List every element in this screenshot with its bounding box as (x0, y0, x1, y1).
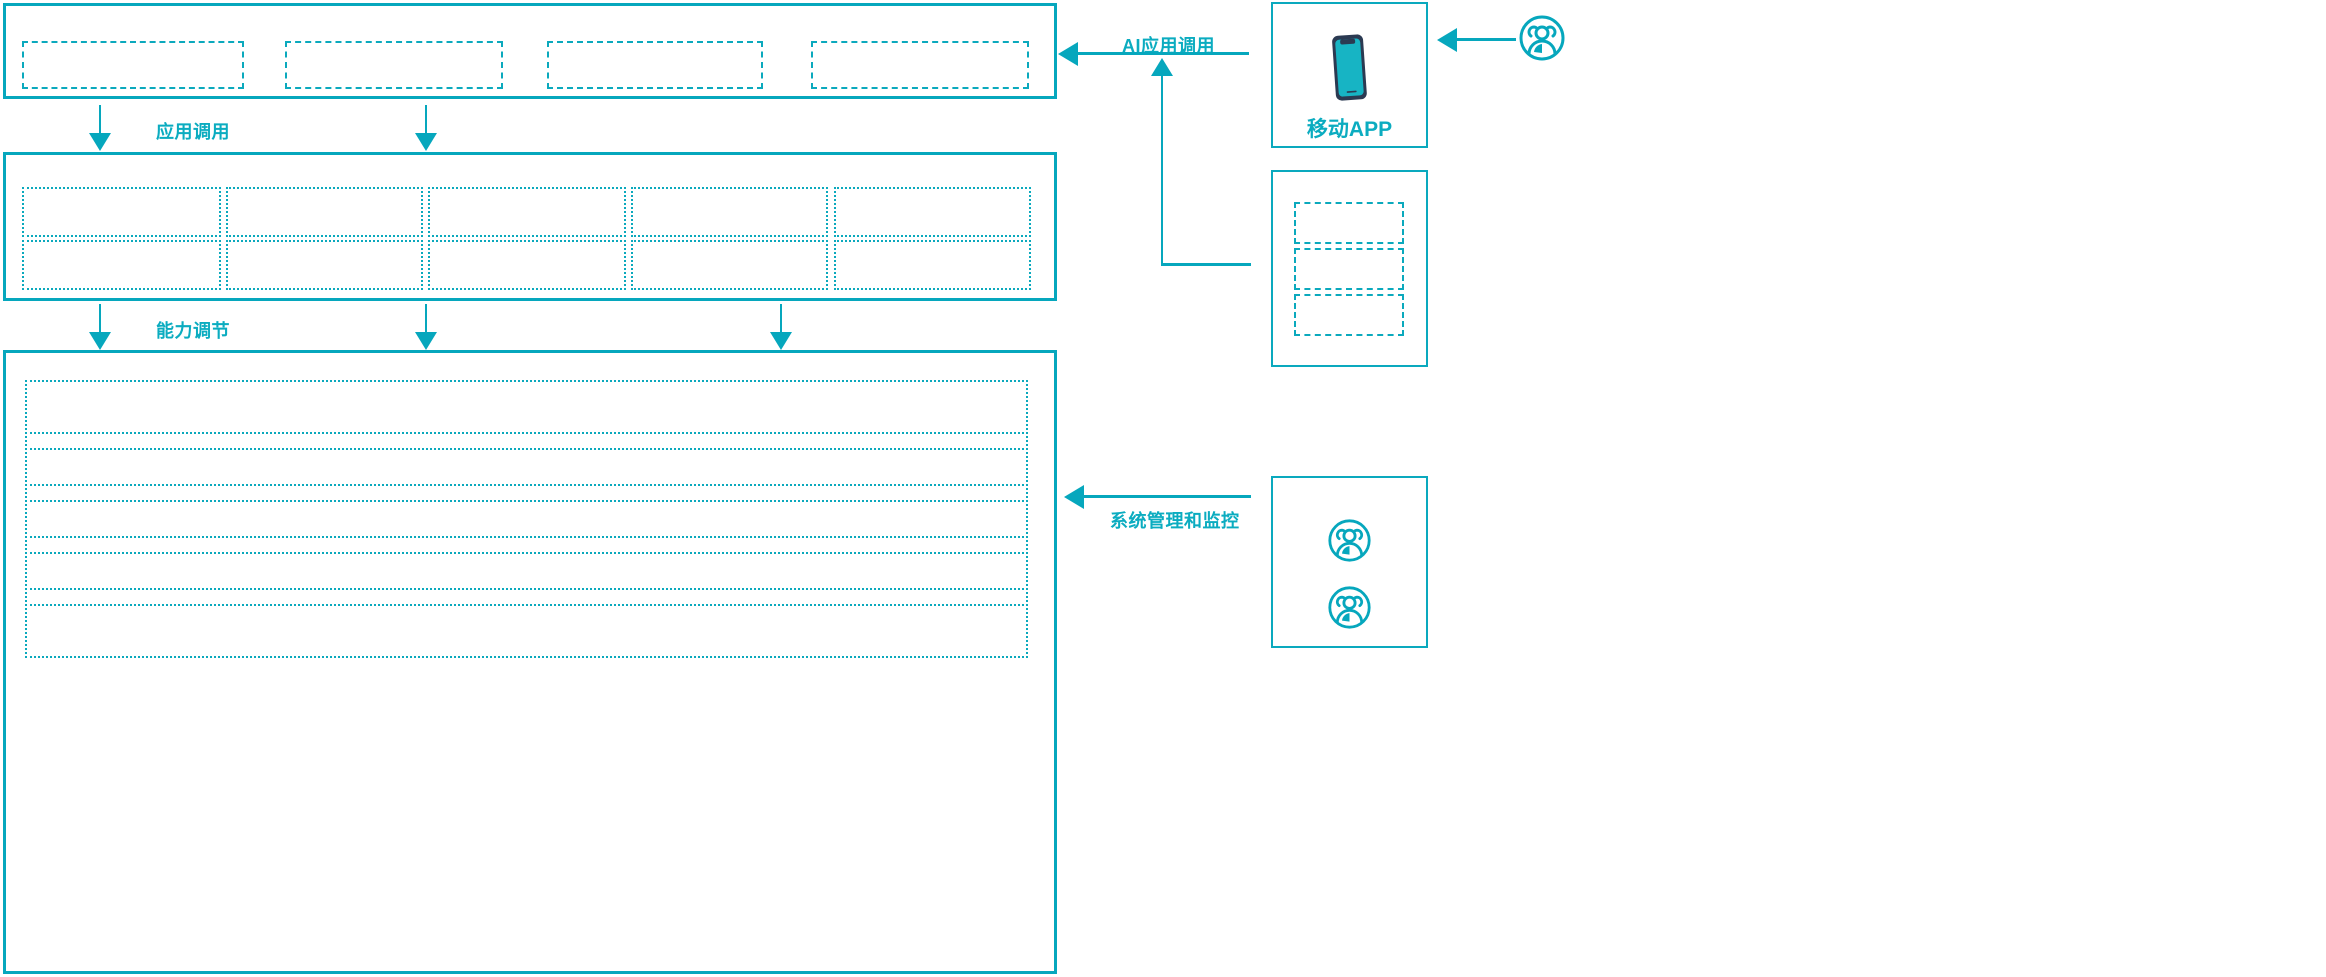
ai-app-invoke-label: AI应用调用 (1122, 36, 1215, 56)
infrastructure-row[interactable] (25, 536, 1028, 606)
capability-tile[interactable] (834, 187, 1031, 237)
channel-riser-arrowhead (1151, 58, 1173, 76)
capability-layer-panel (3, 152, 1057, 301)
capability-tile[interactable] (428, 187, 626, 237)
capability-tile[interactable] (834, 240, 1031, 290)
external-user-arrowhead (1437, 28, 1457, 52)
system-manage-arrowhead (1064, 485, 1084, 509)
app-invoke-connector-line (99, 105, 101, 138)
application-layer-panel (3, 3, 1057, 99)
users-group-icon (1518, 14, 1566, 62)
capability-adjust-connector-line (99, 304, 101, 337)
ai-app-invoke-arrow-line (1077, 52, 1249, 55)
channel-riser-horizontal (1161, 263, 1251, 266)
infrastructure-row[interactable] (25, 588, 1028, 658)
application-tile[interactable] (285, 41, 503, 89)
application-tile[interactable] (22, 41, 244, 89)
app-invoke-arrow (89, 133, 111, 151)
external-user-arrow-line (1456, 38, 1516, 41)
capability-adjust-arrow (89, 332, 111, 350)
system-manage-label: 系统管理和监控 (1110, 511, 1240, 531)
infrastructure-row[interactable] (25, 484, 1028, 554)
capability-tile[interactable] (22, 187, 221, 237)
capability-adjust-label: 能力调节 (156, 321, 230, 341)
app-invoke-connector-line (425, 105, 427, 138)
channel-tile[interactable] (1294, 294, 1404, 336)
mobile-phone-icon (1328, 32, 1372, 104)
system-manage-arrow-line (1083, 495, 1251, 498)
mobile-app-label: 移动APP (1306, 118, 1393, 141)
app-invoke-label: 应用调用 (156, 122, 230, 142)
application-tile[interactable] (547, 41, 763, 89)
infrastructure-row[interactable] (25, 380, 1028, 450)
channel-tile[interactable] (1294, 248, 1404, 290)
capability-tile[interactable] (428, 240, 626, 290)
capability-adjust-arrow (415, 332, 437, 350)
users-group-icon (1327, 585, 1372, 630)
capability-adjust-connector-line (780, 304, 782, 337)
ai-app-invoke-arrowhead (1058, 42, 1078, 66)
capability-tile[interactable] (226, 240, 423, 290)
app-invoke-arrow (415, 133, 437, 151)
infrastructure-row[interactable] (25, 432, 1028, 502)
capability-tile[interactable] (631, 187, 828, 237)
application-tile[interactable] (811, 41, 1029, 89)
channel-riser-line (1161, 76, 1163, 266)
capability-adjust-connector-line (425, 304, 427, 337)
users-group-icon (1327, 518, 1372, 563)
channel-tile[interactable] (1294, 202, 1404, 244)
capability-adjust-arrow (770, 332, 792, 350)
capability-tile[interactable] (631, 240, 828, 290)
infrastructure-layer-panel (3, 350, 1057, 974)
capability-tile[interactable] (226, 187, 423, 237)
capability-tile[interactable] (22, 240, 221, 290)
